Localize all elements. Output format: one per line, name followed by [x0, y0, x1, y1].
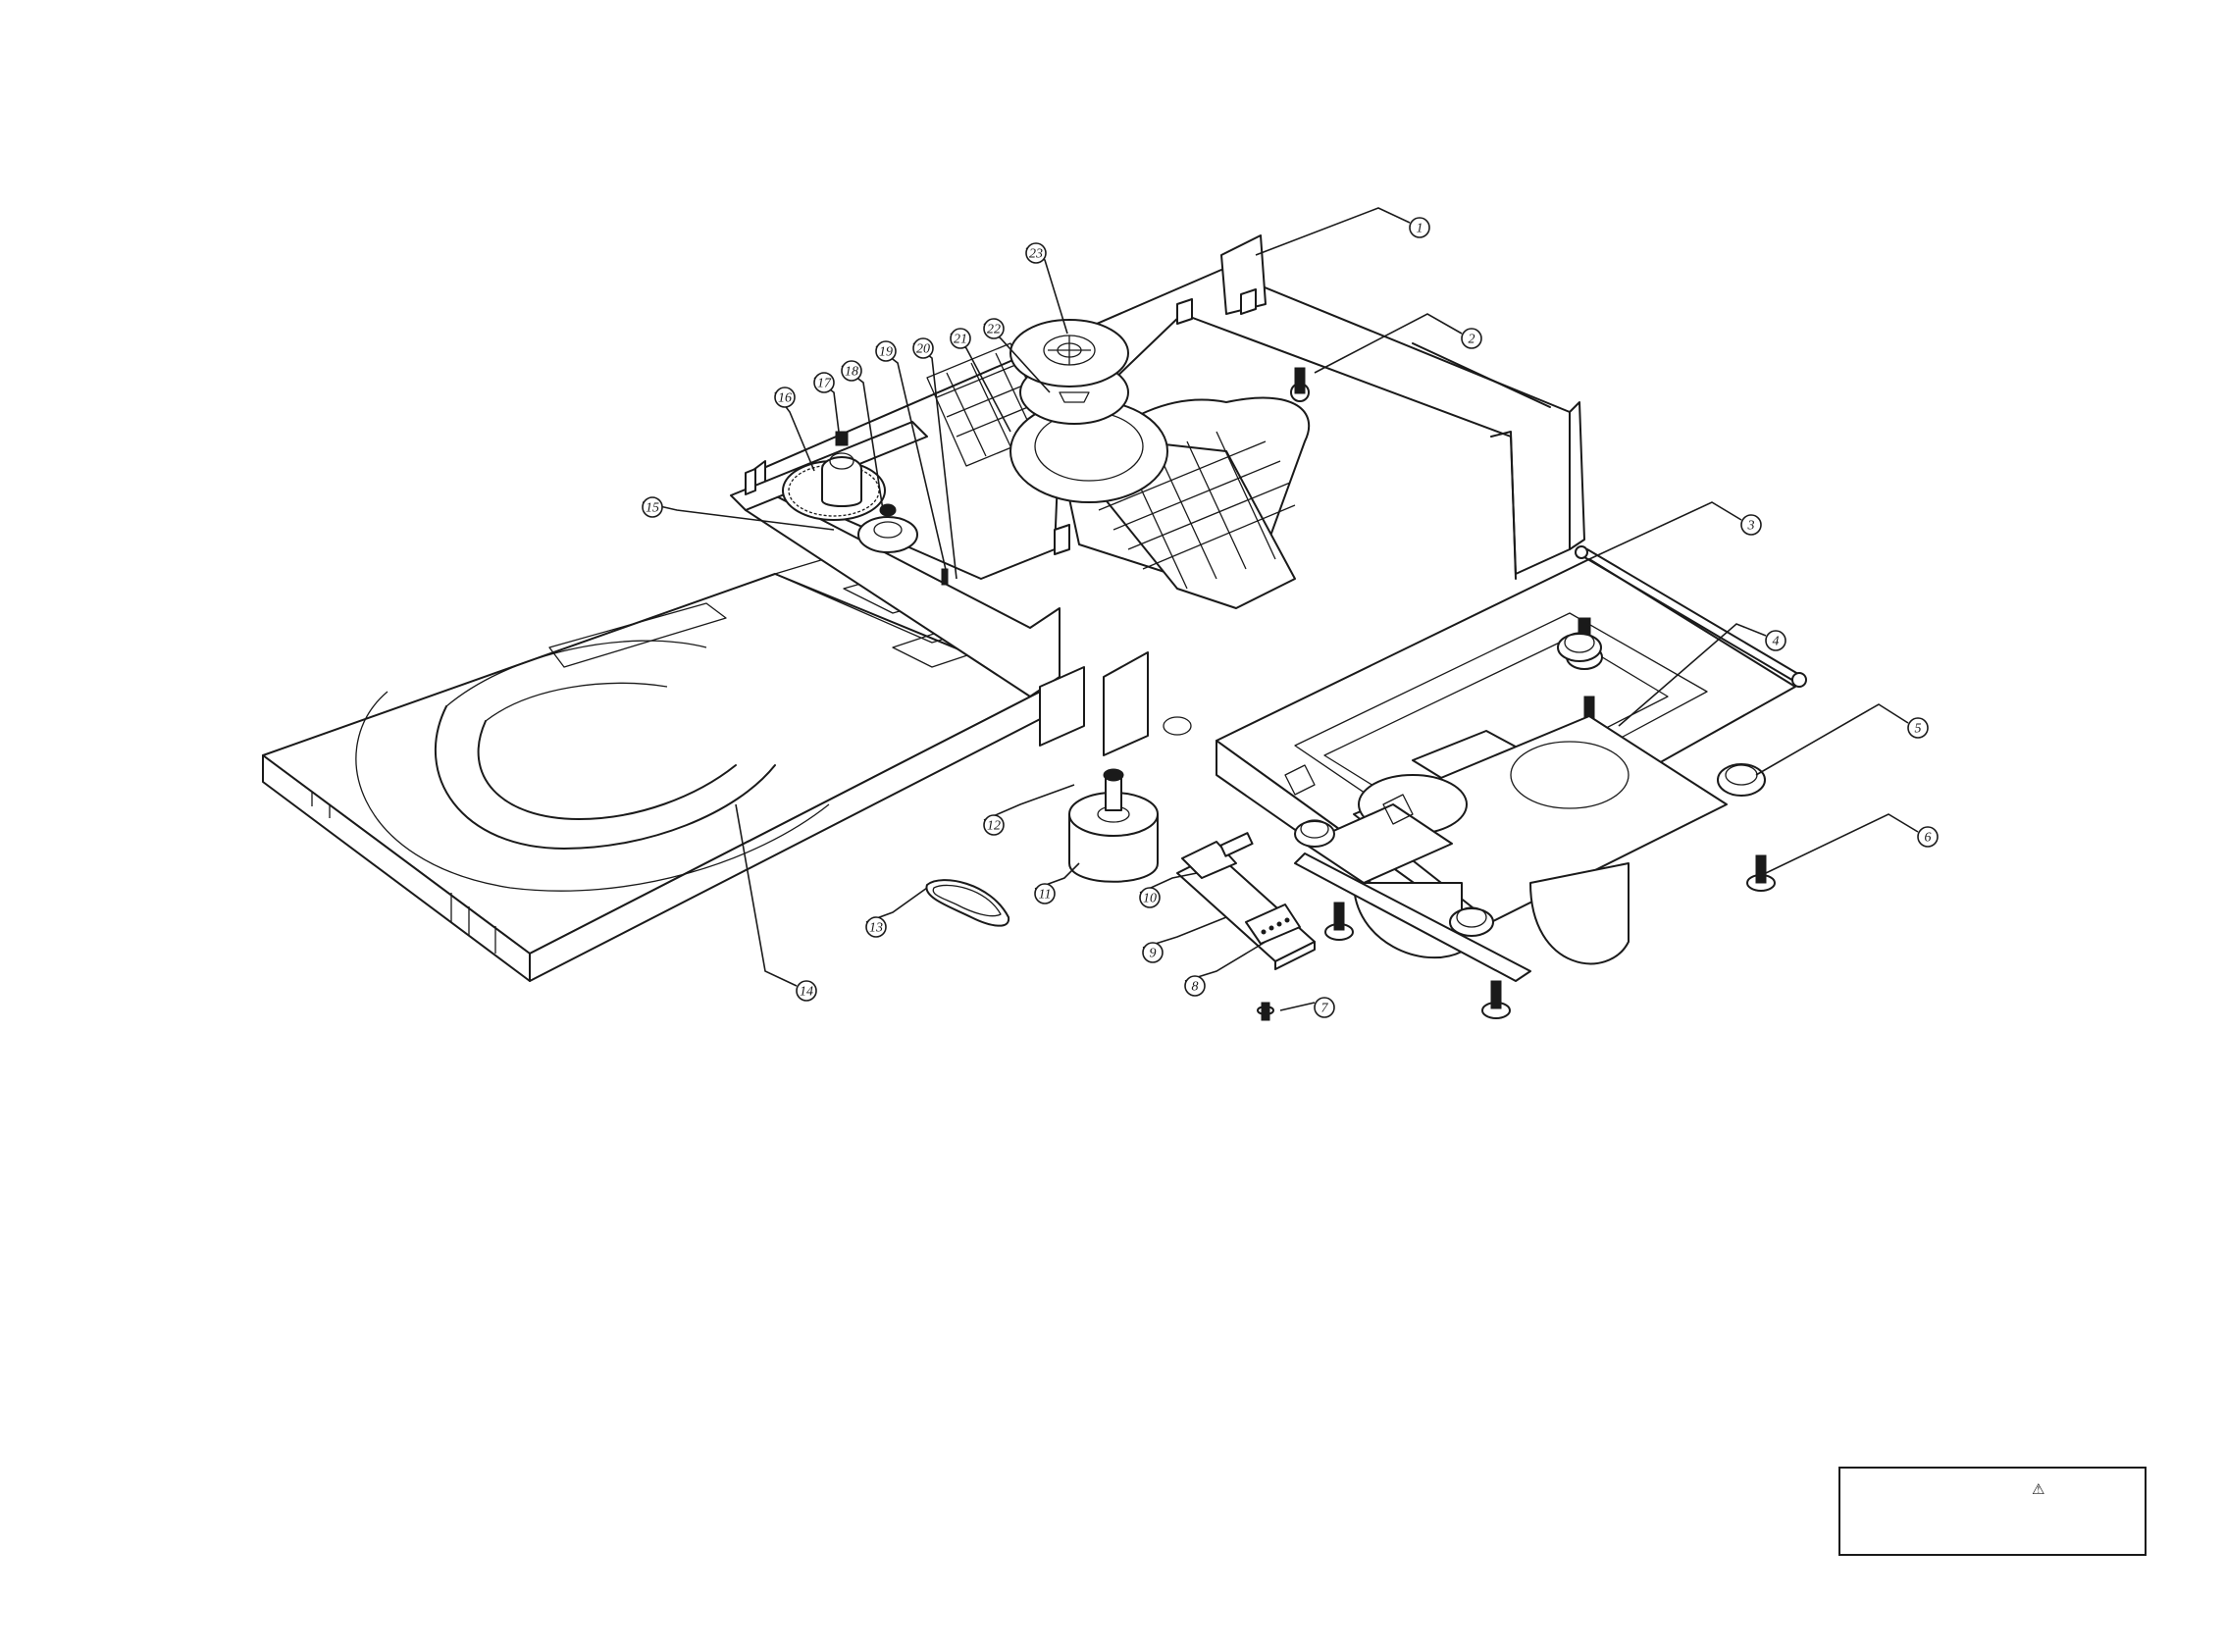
callout-bubble: 2 [1462, 329, 1481, 348]
callout-bubble: 17 [814, 373, 834, 392]
callout-number: 4 [1773, 635, 1780, 649]
callout-number: 1 [1417, 222, 1423, 236]
callout-number: 3 [1747, 519, 1755, 534]
warning-triangle-icon: ⚠ [2032, 1482, 2044, 1497]
callout-number: 13 [869, 921, 883, 936]
callout-number: 2 [1469, 333, 1475, 347]
callout-number: 16 [778, 391, 792, 406]
callout-bubble: 19 [876, 341, 896, 361]
callout-number: 22 [987, 323, 1001, 337]
callout-bubble: 1 [1410, 218, 1429, 237]
callout-number: 12 [987, 819, 1001, 834]
callout-bubble: 23 [1026, 243, 1046, 263]
callout-bubble: 21 [951, 329, 970, 348]
callout-bubble: 6 [1918, 827, 1938, 847]
switch-board [1177, 833, 1315, 969]
callout-number: 9 [1150, 947, 1157, 961]
callout-bubble: 3 [1741, 515, 1761, 535]
callout-bubble: 4 [1766, 631, 1785, 650]
callout-bubble: 8 [1185, 976, 1205, 996]
callout-number: 11 [1039, 888, 1052, 903]
callout-number: 18 [845, 365, 858, 380]
callout-number: 23 [1029, 247, 1043, 262]
callout-bubble: 11 [1035, 884, 1055, 903]
callout-number: 10 [1143, 892, 1157, 906]
callout-number: 7 [1321, 1002, 1329, 1016]
callout-number: 21 [954, 333, 967, 347]
callout-bubble: 7 [1315, 998, 1334, 1017]
callout-bubble: 20 [913, 338, 933, 358]
callout-number: 6 [1925, 831, 1932, 846]
callout-bubble: 12 [984, 815, 1004, 835]
callout-number: 8 [1192, 980, 1199, 995]
callout-bubble: 5 [1908, 718, 1928, 738]
callout-bubble: 14 [797, 981, 816, 1001]
callout-number: 14 [800, 985, 813, 1000]
callout-number: 15 [646, 501, 659, 516]
callout-bubble: 22 [984, 319, 1004, 338]
drive-belt [926, 880, 1009, 926]
callout-bubble: 10 [1140, 888, 1160, 907]
callout-bubble: 16 [775, 387, 795, 407]
callout-number: 17 [817, 377, 832, 391]
callout-bubble: 18 [842, 361, 861, 381]
callout-number: 5 [1915, 722, 1922, 737]
callout-number: 20 [916, 342, 930, 357]
small-screw [1258, 1003, 1273, 1020]
loading-motor [1069, 769, 1158, 882]
callout-bubble: 13 [866, 917, 886, 937]
callout-bubble: 9 [1143, 943, 1163, 962]
notice-box: ⚠ [1838, 1467, 2147, 1556]
callout-number: 19 [879, 345, 893, 360]
callout-bubble: 15 [643, 497, 662, 517]
